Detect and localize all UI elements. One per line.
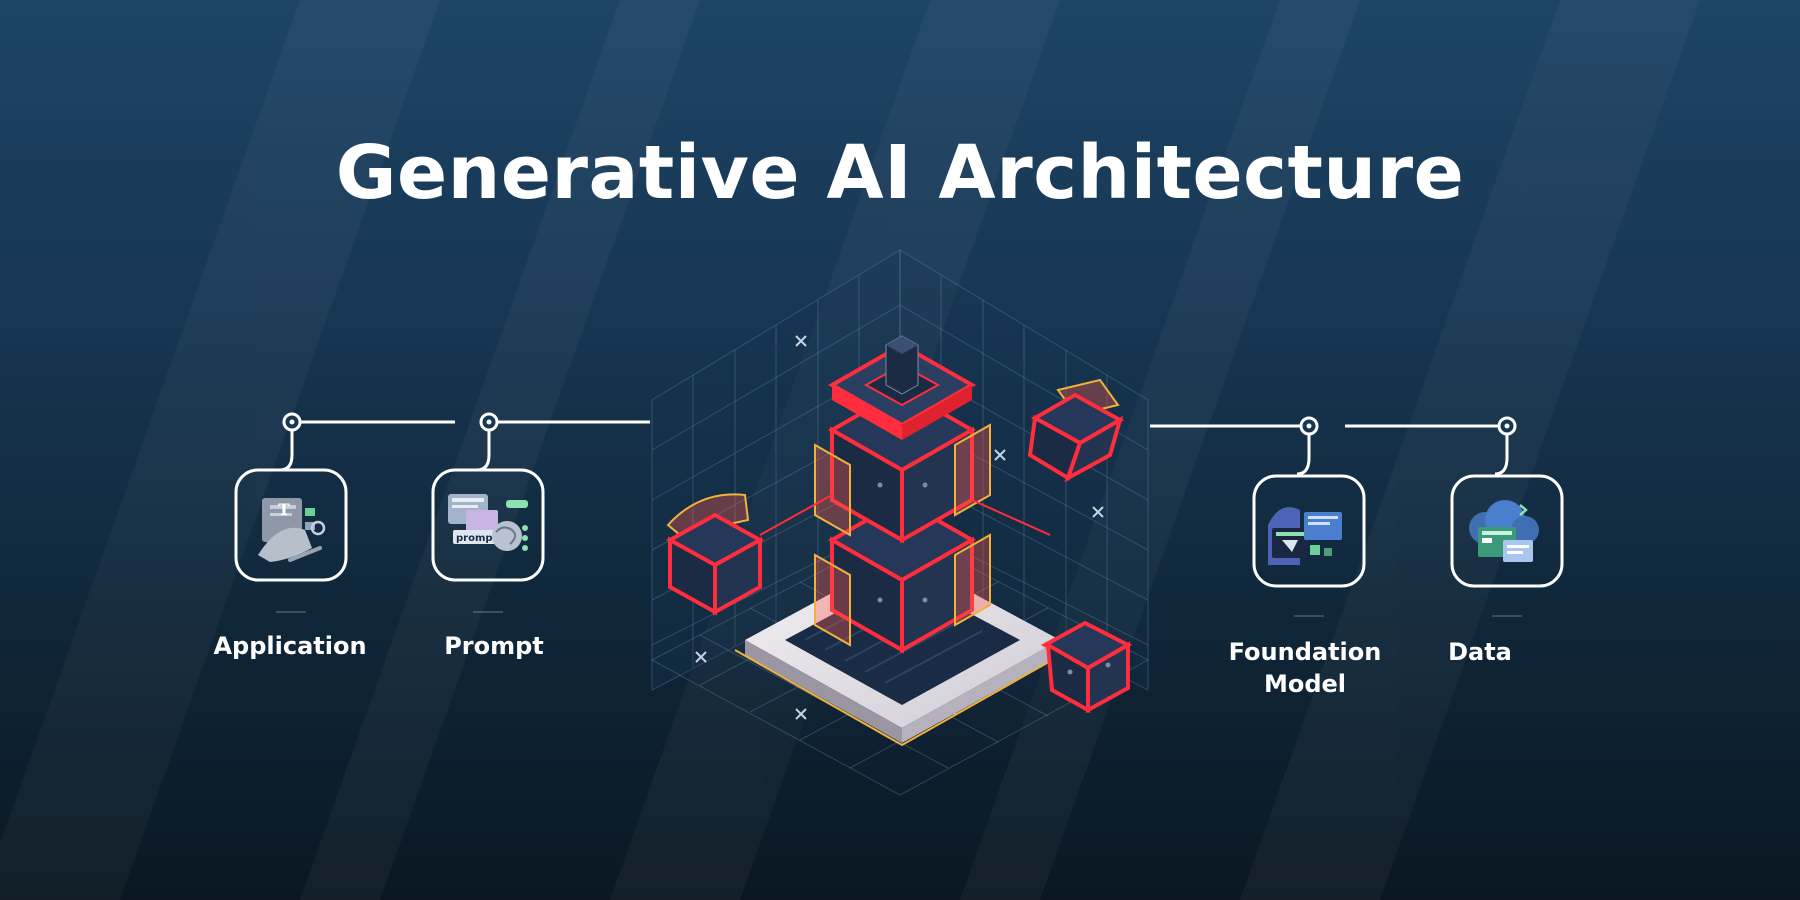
tower-cap xyxy=(827,335,977,440)
label-foundation-model-line-1: Foundation xyxy=(1228,638,1382,666)
label-application-line-1: Application xyxy=(213,632,367,660)
label-separators xyxy=(276,611,1522,617)
label-data-line-1: Data xyxy=(1448,638,1512,666)
central-illustration xyxy=(650,249,1150,796)
node-data xyxy=(1450,474,1564,588)
application-icon-letter: T xyxy=(278,500,290,519)
data-cloud-icon xyxy=(1469,500,1539,562)
prompt-brain-icon: prompt xyxy=(448,494,528,551)
prompt-icon-word: prompt xyxy=(456,533,498,544)
label-application: Application xyxy=(180,630,400,662)
label-data: Data xyxy=(1370,636,1590,668)
node-foundation-model xyxy=(1252,474,1366,588)
node-application: T xyxy=(234,468,348,582)
label-prompt-line-1: Prompt xyxy=(444,632,544,660)
connectors-right xyxy=(1150,424,1509,476)
foundation-model-monitor-icon xyxy=(1268,507,1342,565)
connector-dots-right xyxy=(1299,416,1517,436)
floating-cube-right-top xyxy=(1027,378,1125,483)
label-foundation-model-line-2: Model xyxy=(1263,670,1347,698)
page-title: Generative AI Architecture xyxy=(335,130,1465,216)
connectors-left xyxy=(279,420,650,472)
connector-dots-left xyxy=(282,412,499,432)
floating-cube-right-bottom xyxy=(1040,620,1133,714)
application-tools-icon: T xyxy=(258,498,326,562)
label-foundation-model: Foundation Model xyxy=(1195,636,1415,700)
floating-cube-left xyxy=(665,493,765,616)
node-prompt: prompt xyxy=(431,468,545,582)
label-prompt: Prompt xyxy=(384,630,604,662)
tower-links xyxy=(759,494,1051,536)
